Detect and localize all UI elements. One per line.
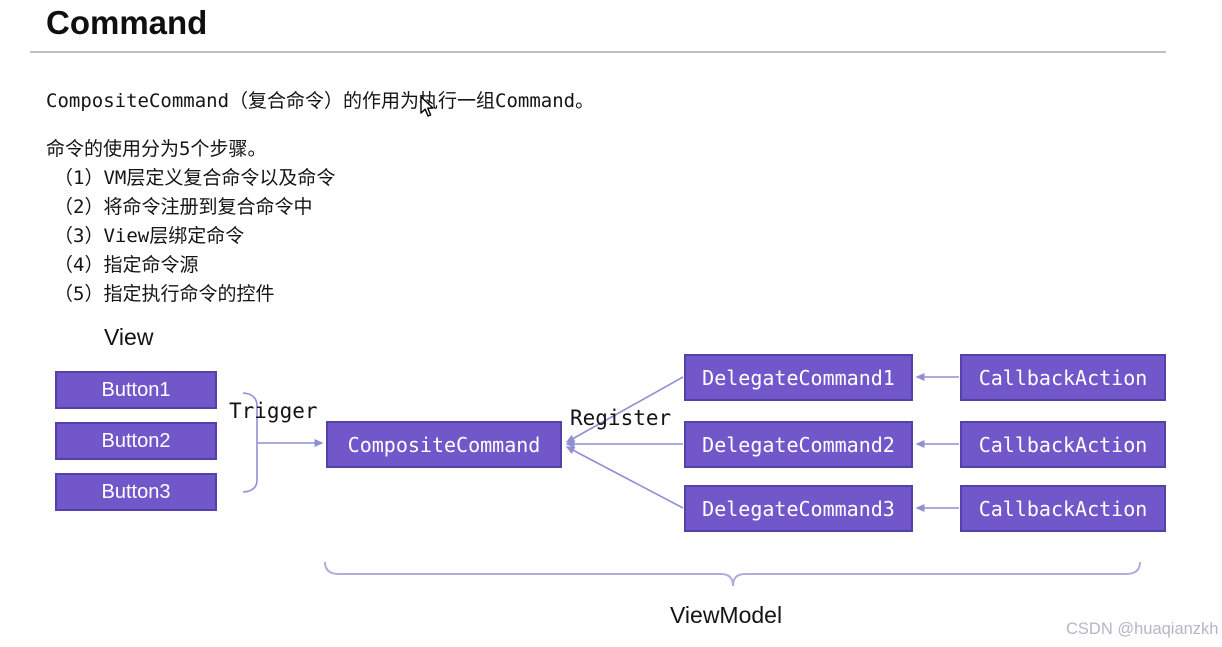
step-item-5: （5）指定执行命令的控件 <box>54 283 275 305</box>
button3-box: Button3 <box>55 473 217 511</box>
composite-command-box: CompositeCommand <box>326 421 562 468</box>
page-title: Command <box>46 4 208 41</box>
delegate-command1-box: DelegateCommand1 <box>684 354 913 401</box>
callback-action3-box: CallbackAction <box>960 485 1166 532</box>
step-item-4: （4）指定命令源 <box>54 254 199 276</box>
step-item-1: （1）VM层定义复合命令以及命令 <box>54 167 336 189</box>
register-label: Register <box>570 406 672 430</box>
delegate-command3-box: DelegateCommand3 <box>684 485 913 532</box>
button2-box: Button2 <box>55 422 217 460</box>
intro-text: CompositeCommand（复合命令）的作用为执行一组Command。 <box>46 90 595 112</box>
delegate-command2-box: DelegateCommand2 <box>684 421 913 468</box>
callback-action1-box: CallbackAction <box>960 354 1166 401</box>
callback-action2-box: CallbackAction <box>960 421 1166 468</box>
title-divider <box>30 51 1166 53</box>
watermark: CSDN @huaqianzkh <box>1066 620 1219 638</box>
viewmodel-label: ViewModel <box>670 602 783 628</box>
step-item-2: （2）将命令注册到复合命令中 <box>54 196 313 218</box>
step-item-3: （3）View层绑定命令 <box>54 225 245 247</box>
steps-block: 命令的使用分为5个步骤。 （1）VM层定义复合命令以及命令 （2）将命令注册到复… <box>46 135 335 309</box>
trigger-label: Trigger <box>229 399 318 423</box>
viewmodel-brace <box>324 561 1141 587</box>
steps-heading: 命令的使用分为5个步骤。 <box>46 138 267 160</box>
register-arrow-3 <box>565 446 684 509</box>
button1-box: Button1 <box>55 371 217 409</box>
view-label: View <box>104 324 154 350</box>
mouse-cursor <box>420 96 434 117</box>
